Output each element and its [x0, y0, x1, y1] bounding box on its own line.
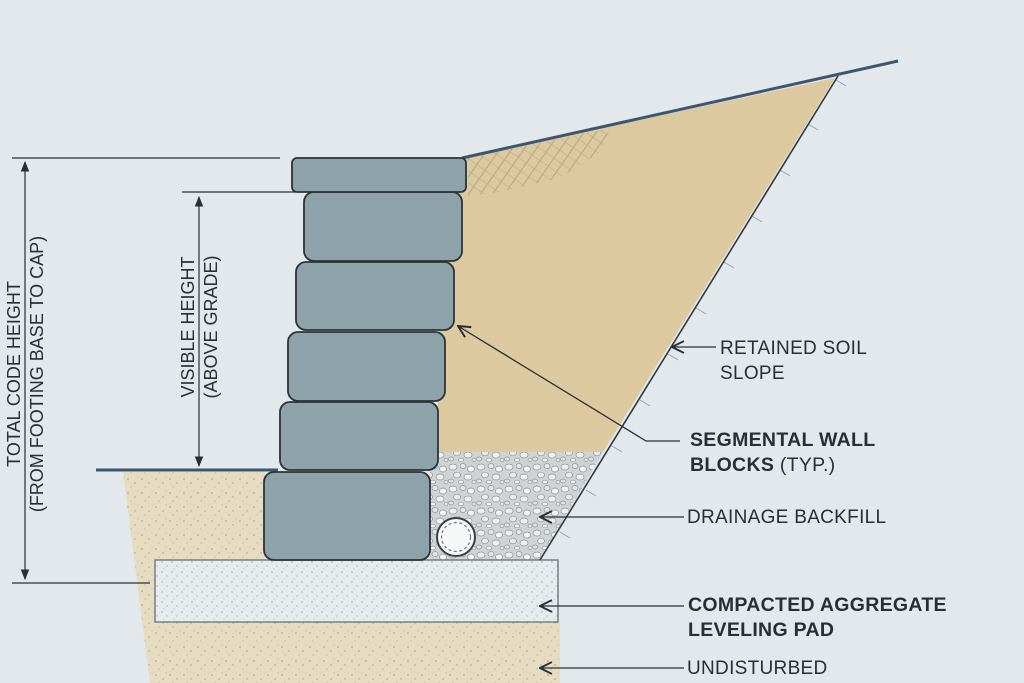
cap-block [291, 157, 467, 193]
visible-height-label-line2: (ABOVE GRADE) [201, 255, 221, 399]
excavation-hatch [559, 79, 847, 539]
retained-soil-label-line2: SLOPE [720, 363, 785, 384]
segmental-wall-blocks [263, 157, 467, 561]
callout-leaders [458, 326, 716, 668]
wall-blocks-label-line1: SEGMENTAL WALL [690, 429, 876, 451]
retained-soil-slope-line [539, 75, 839, 561]
drain-pipe-perforation [440, 521, 472, 553]
drain-pipe [436, 517, 476, 557]
soil-hatch-texture [468, 128, 610, 196]
wall-blocks-label-bold: BLOCKS [690, 454, 775, 476]
total-height-dimension [12, 157, 280, 584]
retained-soil-label-line1: RETAINED SOIL [720, 338, 868, 359]
retained-soil-label: RETAINED SOIL SLOPE [720, 336, 867, 386]
wall-blocks-label: SEGMENTAL WALL BLOCKS (TYP.) [690, 428, 875, 478]
total-height-label-line1: TOTAL CODE HEIGHT [4, 281, 24, 467]
wall-block [279, 401, 439, 471]
wall-block [303, 191, 463, 262]
visible-height-label: VISIBLE HEIGHT (ABOVE GRADE) [177, 255, 223, 398]
wall-block [287, 331, 446, 402]
leader-wall-blocks [458, 326, 680, 442]
top-grade-line [461, 59, 899, 160]
visible-height-label-line1: VISIBLE HEIGHT [178, 256, 198, 398]
wall-block [295, 261, 455, 331]
wall-blocks-label-line2: BLOCKS (TYP.) [690, 453, 875, 478]
leveling-pad-label-line2: LEVELING PAD [688, 619, 835, 641]
undisturbed-label: UNDISTURBED [687, 658, 828, 679]
leveling-pad-label: COMPACTED AGGREGATE LEVELING PAD [688, 593, 947, 643]
total-height-label-line2: (FROM FOOTING BASE TO CAP) [27, 235, 47, 513]
total-height-label: TOTAL CODE HEIGHT (FROM FOOTING BASE TO … [3, 236, 49, 512]
wall-block [263, 471, 431, 561]
leveling-pad-label-line1: COMPACTED AGGREGATE [688, 594, 947, 616]
undisturbed-soil-texture [123, 472, 560, 683]
wall-blocks-label-note: (TYP.) [774, 454, 836, 476]
leveling-pad-texture [155, 560, 558, 622]
visible-height-dimension [182, 191, 296, 468]
drainage-label: DRAINAGE BACKFILL [687, 507, 887, 528]
retained-soil-wedge [438, 78, 835, 452]
